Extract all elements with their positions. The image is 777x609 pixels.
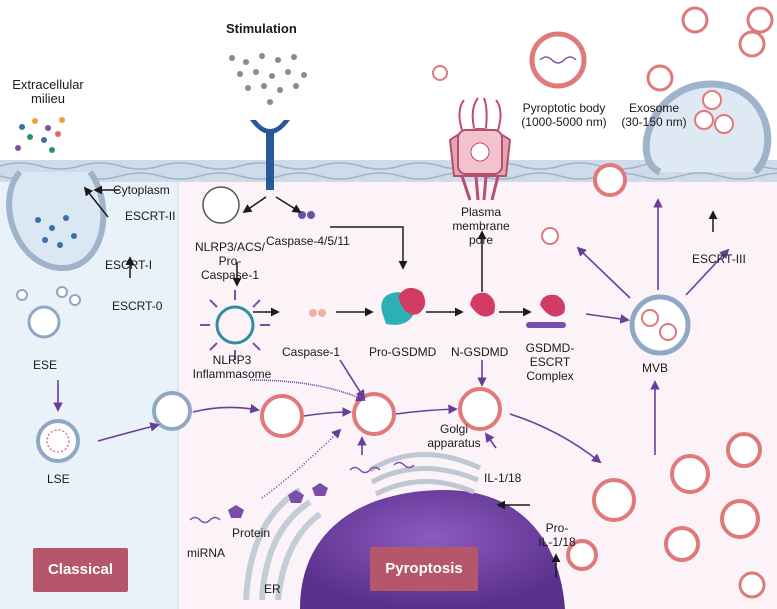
ese-label: ESE (33, 358, 58, 372)
bud-vesicles (694, 90, 734, 134)
stimulation-label: Stimulation (226, 21, 297, 36)
escrt-iii-label: ESCRT-III (692, 252, 746, 266)
gsdmd-escrt-complex-label: GSDMD- ESCRT Complex (518, 341, 582, 383)
pore-line-3: pore (468, 233, 494, 247)
inflammasome-shape (200, 186, 270, 360)
stimulation-particles (229, 53, 307, 105)
caspase-4511-label: Caspase-4/5/11 (266, 234, 350, 248)
nlrp3-inflammasome-label: NLRP3 Inflammasome (184, 353, 280, 381)
pro-il-118-line-1: Pro- (545, 521, 569, 535)
mirna-label: miRNA (187, 546, 225, 560)
caspase-1-label: Caspase-1 (282, 345, 341, 359)
nlrp3-acs-line-3: Caspase-1 (200, 268, 260, 282)
golgi-apparatus-shape (368, 452, 482, 497)
golgi-label: Golgi apparatus (424, 422, 484, 450)
pyroptotic-body-label: Pyroptotic body (1000-5000 nm) (512, 101, 616, 129)
extracellular-milieu-line-1: Extracellular (12, 77, 84, 92)
exosome-line-1: Exosome (628, 101, 680, 115)
pyroptosis-badge: Pyroptosis (370, 547, 478, 591)
exosome-line-2: (30-150 nm) (621, 115, 687, 129)
escrt-i-label: ESCRT-I (105, 258, 153, 272)
lse-label: LSE (47, 472, 70, 486)
signal-arrows (83, 185, 718, 578)
gsdmd-escrt-line-2: ESCRT (529, 355, 571, 369)
mirna-glyphs (189, 461, 415, 524)
trafficking-arrows (53, 198, 730, 499)
golgi-line-1: Golgi (439, 422, 468, 436)
receptor (250, 120, 290, 190)
er-label: ER (264, 582, 281, 596)
pyroptotic-body (529, 31, 587, 89)
nlrp3-acs-line-2: Pro- (218, 254, 242, 268)
pyroptotic-body-line-2: (1000-5000 nm) (521, 115, 607, 129)
caspase-particles (298, 211, 326, 317)
extracellular-cargo (15, 117, 65, 153)
classical-badge: Classical (33, 548, 128, 592)
pro-il-118-label: Pro- IL-1/18 (527, 521, 587, 549)
cargo-dots-invagination (35, 215, 77, 248)
plasma-membrane (0, 160, 777, 182)
membrane-pore (448, 97, 512, 201)
pro-il-118-line-2: IL-1/18 (538, 535, 576, 549)
gsdmd-shapes (381, 287, 566, 328)
gsdmd-escrt-line-1: GSDMD- (525, 341, 575, 355)
nlrp3-acs-line-1: NLRP3/ACS/ (194, 240, 266, 254)
cytoplasm-label: Cytoplasm (113, 183, 170, 197)
endocytic-invagination (6, 170, 107, 272)
extracellular-milieu-line-2: milieu (31, 91, 65, 106)
extracellular-exosomes (432, 6, 774, 92)
classical-vesicles (16, 286, 192, 463)
nlrp3-inflammasome-line-2: Inflammasome (192, 367, 272, 381)
nlrp3-inflammasome-line-1: NLRP3 (212, 353, 252, 367)
mvb-label: MVB (642, 361, 669, 375)
escrt-ii-label: ESCRT-II (125, 209, 176, 223)
pyroptotic-body-line-1: Pyroptotic body (522, 101, 606, 115)
golgi-line-2: apparatus (427, 436, 481, 450)
il-118-label: IL-1/18 (484, 471, 522, 485)
pore-line-1: Plasma (460, 205, 501, 219)
extracellular-milieu-label: Extracellular milieu (3, 78, 93, 106)
gsdmd-escrt-line-3: Complex (526, 369, 574, 383)
pore-line-2: membrane (452, 219, 510, 233)
protein-glyphs (228, 483, 328, 518)
protein-label: Protein (232, 526, 271, 540)
n-gsdmd-label: N-GSDMD (451, 345, 509, 359)
exosome-label: Exosome (30-150 nm) (616, 101, 692, 129)
mvb-vesicles (260, 163, 766, 599)
plasma-membrane-pore-label: Plasma membrane pore (443, 205, 519, 247)
nlrp3-acs-label: NLRP3/ACS/ Pro- Caspase-1 (192, 240, 268, 282)
pro-gsdmd-label: Pro-GSDMD (369, 345, 437, 359)
escrt-0-label: ESCRT-0 (112, 299, 163, 313)
